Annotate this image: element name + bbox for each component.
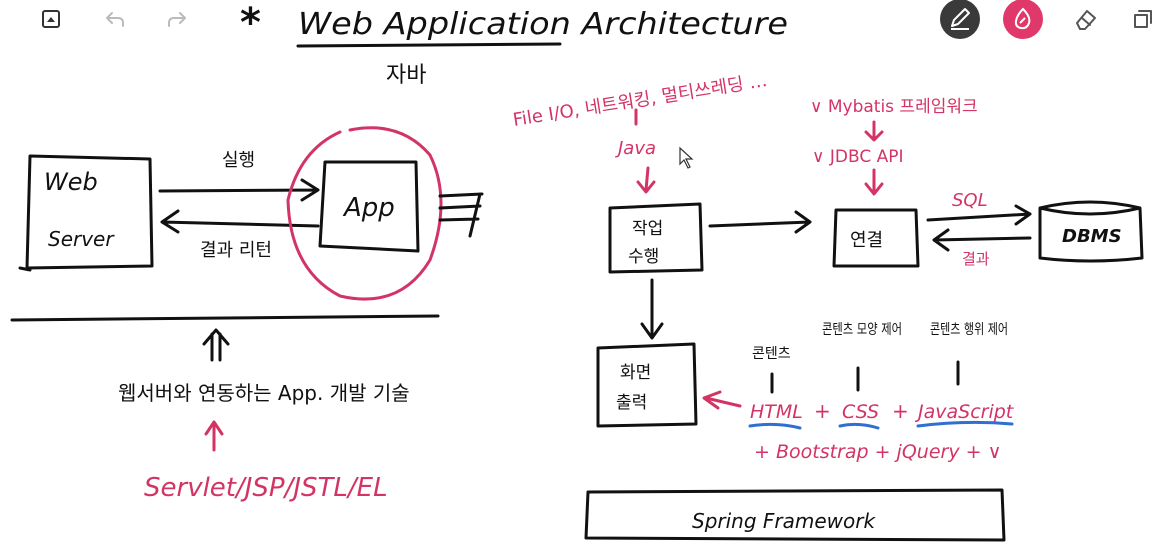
page-title: Web Application Architecture: [298, 7, 788, 42]
copy-icon: [1134, 10, 1152, 28]
eraser-icon: [1076, 10, 1096, 30]
js-underline: [916, 420, 1014, 428]
display-box: [596, 342, 698, 428]
redo-icon: [168, 12, 186, 27]
js-desc: 콘텐츠 행위 제어: [930, 322, 1008, 338]
plus-1: +: [814, 399, 831, 423]
top-note: File I/O, 네트워킹, 멀티쓰레딩 …: [511, 70, 768, 131]
response-label: 결과 리턴: [200, 240, 272, 261]
jdbc-arrow: [864, 168, 884, 196]
title-group: * Web Application Architecture 자바: [240, 0, 788, 88]
left-technologies: Servlet/JSP/JSTL/EL: [144, 473, 388, 503]
html-underline: [748, 422, 802, 430]
divider-line: [10, 314, 440, 322]
html-desc: 콘텐츠: [752, 346, 791, 362]
mybatis-label: ∨ Mybatis 프레임워크: [810, 97, 978, 117]
undo-icon: [106, 12, 124, 27]
java-arrow: [636, 166, 656, 194]
implies-arrow: [202, 328, 230, 362]
plus-2: +: [892, 399, 909, 423]
process-line2: 수행: [628, 247, 659, 267]
frontend-arrow: [702, 390, 742, 410]
response-arrow: [160, 209, 320, 234]
sql-label: SQL: [952, 190, 988, 211]
spring-label: Spring Framework: [692, 509, 876, 533]
css-underline: [838, 422, 880, 430]
right-section: File I/O, 네트워킹, 멀티쓰레딩 … Java ∨ Mybatis 프…: [511, 70, 1144, 542]
js-label: JavaScript: [914, 401, 1015, 423]
app-box: [318, 160, 420, 253]
connect-box: [832, 208, 920, 268]
sidebar-toggle-icon: [42, 10, 60, 28]
connect-label: 연결: [850, 230, 883, 251]
pen-icon: [940, 0, 980, 39]
css-desc: 콘텐츠 모양 제어: [822, 322, 902, 338]
highlighter-tool-button[interactable]: [1001, 0, 1045, 39]
spring-framework-bar: [584, 488, 1006, 542]
result-label: 결과: [962, 250, 990, 268]
mybatis-arrow: [864, 120, 884, 142]
pen-tool-button[interactable]: [938, 0, 982, 39]
eraser-tool-button[interactable]: [1068, 0, 1104, 38]
result-arrow: [932, 228, 1032, 252]
libs-label: + Bootstrap + jQuery + ∨: [754, 441, 1001, 463]
sidebar-toggle-button[interactable]: [36, 0, 66, 38]
html-label: HTML: [750, 401, 803, 423]
title-underline: [296, 42, 562, 48]
java-label: Java: [615, 138, 656, 159]
dbms-label: DBMS: [1062, 226, 1122, 247]
process-to-display-arrow: [640, 278, 664, 340]
left-description: 웹서버와 연동하는 App. 개발 기술: [118, 381, 410, 405]
web-server-line2: Server: [48, 227, 115, 251]
left-section: Web Server 실행 결과 리턴 App 웹서버와 연동하는 App. 개…: [10, 126, 484, 503]
highlighter-icon: [1003, 0, 1043, 39]
web-server-box: [25, 154, 154, 270]
jdbc-label: ∨ JDBC API: [812, 147, 903, 167]
display-line1: 화면: [620, 363, 651, 383]
tech-arrow: [204, 420, 224, 452]
equals-arrow: [438, 192, 484, 238]
css-label: CSS: [842, 401, 879, 423]
redo-button[interactable]: [162, 0, 192, 38]
process-line1: 작업: [632, 219, 663, 239]
cursor-icon: [679, 146, 694, 169]
app-highlight-circle: [286, 126, 443, 301]
request-label: 실행: [222, 150, 255, 171]
web-server-line1: Web: [44, 168, 98, 196]
process-box: [608, 202, 704, 274]
app-label: App: [342, 193, 395, 223]
display-line2: 출력: [616, 393, 647, 413]
process-to-connect-arrow: [708, 210, 812, 234]
sql-arrow: [926, 204, 1032, 226]
undo-button[interactable]: [100, 0, 130, 38]
copy-button[interactable]: [1128, 0, 1158, 38]
dbms-cylinder: [1038, 200, 1144, 263]
title-subtitle: 자바: [386, 63, 426, 88]
title-star: *: [240, 0, 261, 46]
